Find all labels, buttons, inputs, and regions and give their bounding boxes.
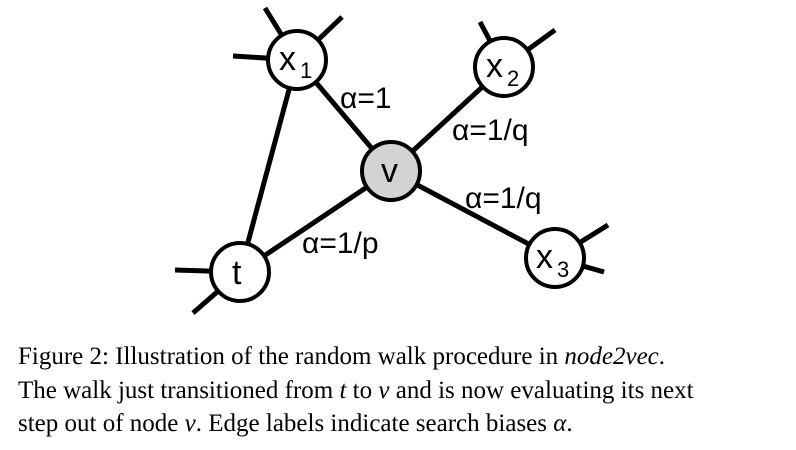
node-t-circle bbox=[209, 241, 271, 303]
edge-label-t-v: α=1/p bbox=[302, 227, 379, 260]
method-name: node2vec bbox=[564, 343, 659, 370]
caption-text: The walk just transitioned from bbox=[18, 376, 334, 404]
edge-label-v-x3: α=1/q bbox=[465, 182, 542, 215]
node-v-circle bbox=[360, 140, 422, 202]
caption-text: . bbox=[658, 343, 666, 370]
caption-line-1: Figure 2: Illustration of the random wal… bbox=[18, 340, 790, 374]
random-walk-diagram: α=1 α=1/q α=1/q α=1/p x 1 x 2 v x 3 t bbox=[174, 6, 610, 315]
figure-caption: Figure 2: Illustration of the random wal… bbox=[18, 340, 790, 441]
node-t: t bbox=[209, 241, 271, 303]
node-x1: x 1 bbox=[266, 29, 328, 91]
node-x2-circle bbox=[473, 36, 535, 98]
figure-label: Figure 2: bbox=[18, 343, 109, 370]
caption-text: . bbox=[566, 410, 573, 437]
node-t-label: t bbox=[232, 254, 242, 292]
node-x3-label: x bbox=[536, 238, 553, 276]
math-var-v: v bbox=[378, 376, 390, 404]
node-x1-subscript: 1 bbox=[300, 58, 312, 83]
node-x1-circle bbox=[266, 29, 328, 91]
caption-line-3: step out of node v. Edge labels indicate… bbox=[18, 407, 790, 441]
math-var-t: t bbox=[339, 376, 347, 404]
node-x2-label: x bbox=[486, 47, 503, 85]
node-x2-subscript: 2 bbox=[507, 66, 519, 91]
caption-text: and is now evaluating its next bbox=[395, 376, 694, 404]
node-x3-subscript: 3 bbox=[557, 257, 569, 282]
node-v: v bbox=[360, 140, 422, 202]
node-x2: x 2 bbox=[473, 36, 535, 98]
node-x1-label: x bbox=[279, 40, 296, 78]
node-x3-circle bbox=[524, 227, 586, 289]
edge-t-x1 bbox=[237, 59, 300, 273]
math-var-alpha: α bbox=[553, 410, 567, 437]
math-var-v: v bbox=[184, 410, 196, 437]
edge-label-x1-v: α=1 bbox=[340, 82, 392, 115]
caption-line-2: The walk just transitioned from t to v a… bbox=[18, 374, 790, 408]
caption-text: to bbox=[352, 376, 373, 404]
node-x3: x 3 bbox=[524, 227, 586, 289]
caption-text: step out of node bbox=[18, 410, 179, 437]
node-v-label: v bbox=[381, 152, 398, 190]
caption-text: Illustration of the random walk procedur… bbox=[115, 343, 559, 370]
caption-text: . Edge labels indicate search biases bbox=[195, 410, 547, 437]
edge-label-v-x2: α=1/q bbox=[452, 114, 529, 147]
